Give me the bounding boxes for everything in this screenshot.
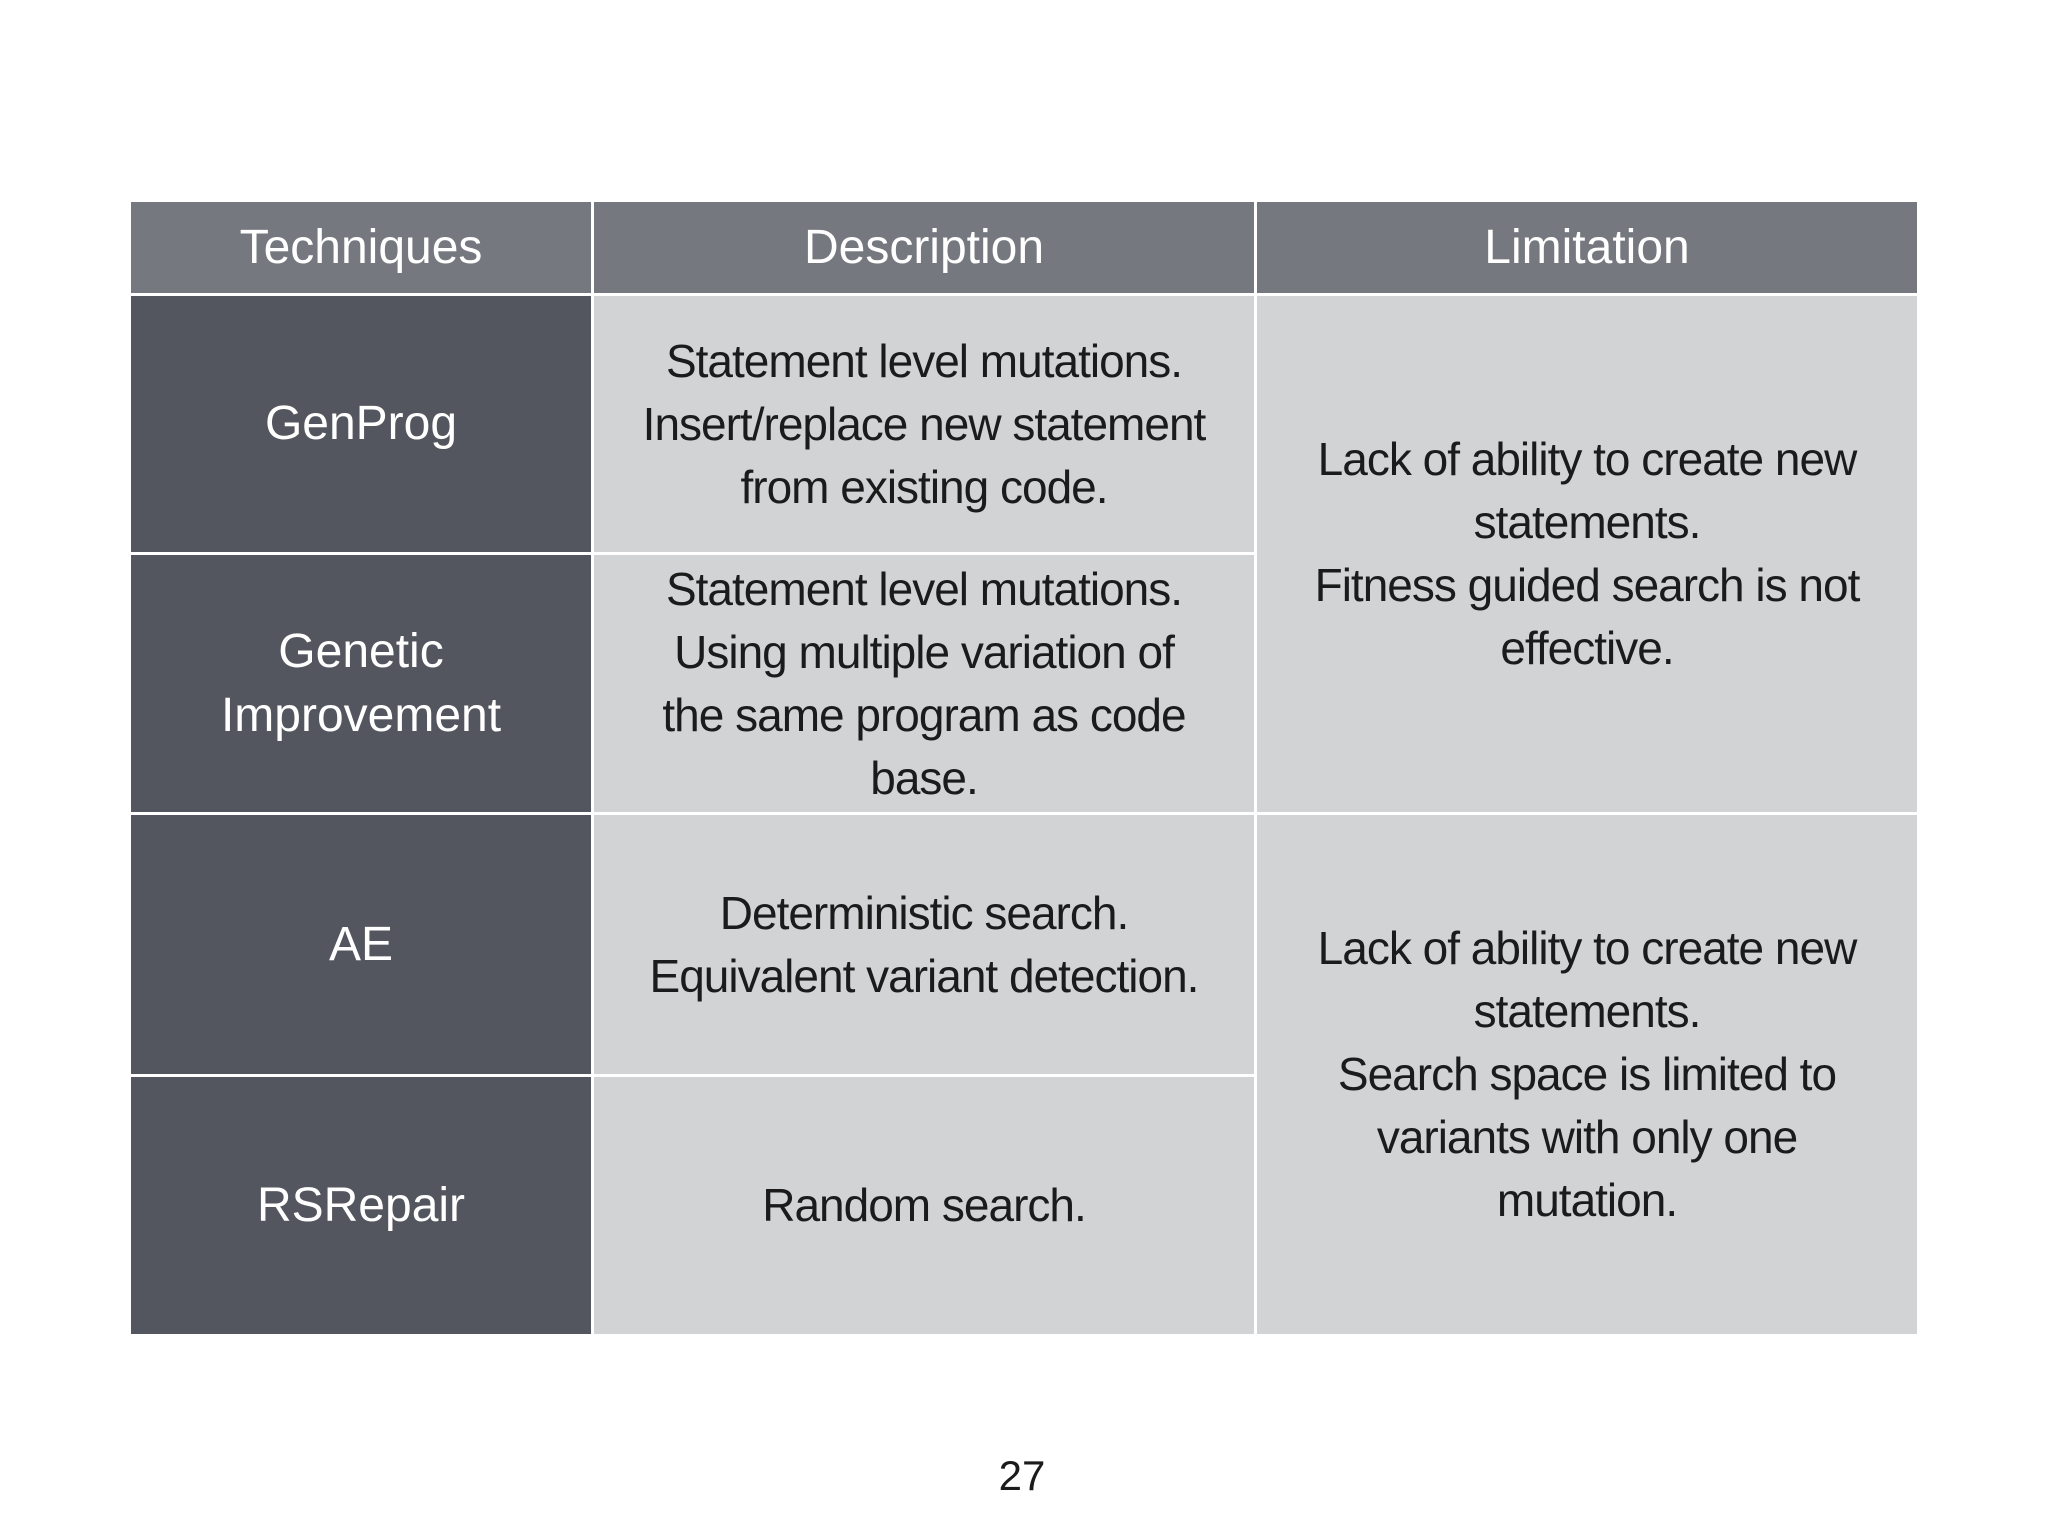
text-line: variants with only one <box>1376 1111 1798 1163</box>
text-line: Using multiple variation of <box>674 625 1175 678</box>
header-cell-limitation: Limitation <box>1257 202 1917 293</box>
text-line: RSRepair <box>256 1178 466 1232</box>
text-line: Deterministic search. <box>719 886 1129 939</box>
text-line: base. <box>870 751 979 804</box>
description-cell-genetic-improvement: Statement level mutations. Using multiple… <box>594 555 1254 812</box>
text-line: Insert/replace new statement <box>642 397 1207 450</box>
text-line: Search space is limited to <box>1337 1048 1837 1100</box>
technique-cell-rsrepair: RSRepair <box>131 1077 591 1334</box>
technique-cell-ae: AE <box>131 815 591 1074</box>
text-line: Statement level mutations. <box>665 562 1183 615</box>
text-line: Genetic <box>278 624 444 678</box>
text-line: Lack of ability to create new <box>1317 922 1858 974</box>
description-cell-ae: Deterministic search. Equivalent variant … <box>594 815 1254 1074</box>
limitation-cell-genprog-genetic-improvement: Lack of ability to create new statements.… <box>1257 296 1917 812</box>
header-cell-techniques: Techniques <box>131 202 591 293</box>
page-number: 27 <box>998 1452 1046 1499</box>
description-cell-genprog: Statement level mutations. Insert/replace… <box>594 296 1254 552</box>
text-line: from existing code. <box>740 460 1108 513</box>
text-line: Statement level mutations. <box>665 334 1183 387</box>
header-label-limitation: Limitation <box>1484 221 1690 274</box>
technique-cell-genprog: GenProg <box>131 296 591 552</box>
text-line: Equivalent variant detection. <box>649 949 1200 1002</box>
text-line: effective. <box>1500 622 1674 674</box>
text-line: the same program as code <box>662 688 1186 741</box>
text-line: statements. <box>1473 985 1702 1037</box>
text-line: statements. <box>1473 496 1702 548</box>
description-cell-rsrepair: Random search. <box>594 1077 1254 1334</box>
text-line: mutation. <box>1496 1174 1678 1226</box>
header-cell-description: Description <box>594 202 1254 293</box>
text-line: AE <box>328 917 394 971</box>
text-line: Lack of ability to create new <box>1317 433 1858 485</box>
text-line: GenProg <box>264 397 458 450</box>
header-label-techniques: Techniques <box>239 221 483 274</box>
techniques-table: Techniques Description Limitation GenPro… <box>131 202 1917 1334</box>
text-line: Improvement <box>220 688 502 742</box>
text-line: Fitness guided search is not <box>1314 559 1861 611</box>
limitation-cell-ae-rsrepair: Lack of ability to create new statements.… <box>1257 815 1917 1334</box>
text-line: Random search. <box>762 1179 1086 1231</box>
header-label-description: Description <box>803 221 1045 274</box>
